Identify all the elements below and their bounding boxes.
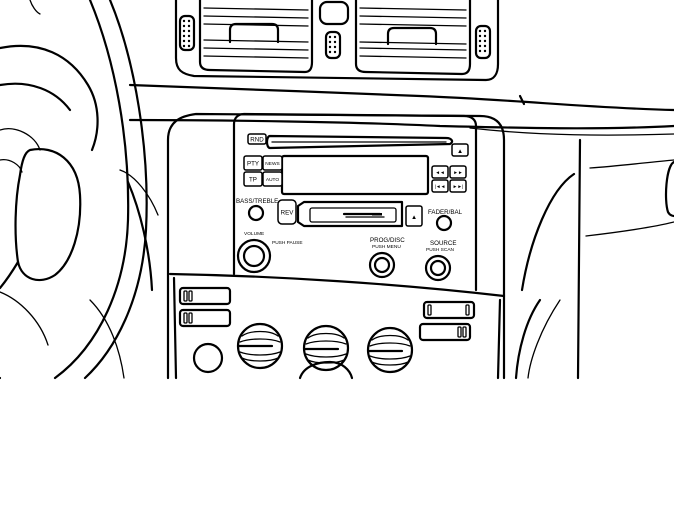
tp-button[interactable]: TP bbox=[243, 171, 263, 187]
bass-treble-knob[interactable] bbox=[247, 204, 265, 222]
cassette-eject-button[interactable]: ▲ bbox=[405, 205, 423, 227]
radio-unit: RND ▲ PTY NEWS TP AUTO ◄◄ bbox=[232, 112, 478, 292]
climate-button-left-bottom[interactable] bbox=[178, 308, 232, 328]
next-track-icon: ►►| bbox=[453, 184, 464, 190]
eject-icon: ▲ bbox=[457, 148, 463, 155]
climate-button-right-bottom[interactable] bbox=[418, 322, 472, 342]
forward-button[interactable]: ►► bbox=[449, 165, 467, 179]
fader-bal-knob[interactable] bbox=[435, 214, 453, 232]
prev-track-icon: |◄◄ bbox=[435, 184, 446, 190]
temperature-dial[interactable] bbox=[236, 322, 284, 370]
airflow-dial[interactable] bbox=[366, 326, 414, 374]
fader-bal-label: FADER/BAL bbox=[428, 209, 463, 216]
cd-eject-button[interactable]: ▲ bbox=[451, 143, 469, 157]
news-label: NEWS bbox=[265, 161, 279, 167]
pty-button[interactable]: PTY bbox=[243, 155, 263, 171]
upper-vent-panel bbox=[174, 0, 500, 82]
steering-wheel bbox=[0, 0, 159, 380]
tp-label: TP bbox=[249, 177, 257, 184]
climate-button-right-top[interactable] bbox=[422, 300, 476, 320]
rewind-icon: ◄◄ bbox=[435, 171, 445, 176]
auto-button[interactable]: AUTO bbox=[262, 171, 283, 187]
prev-track-button[interactable]: |◄◄ bbox=[431, 179, 449, 193]
center-vent-thumbwheel[interactable] bbox=[324, 30, 342, 60]
pty-label: PTY bbox=[247, 161, 259, 168]
rev-button[interactable]: REV bbox=[277, 199, 297, 225]
prog-disc-knob[interactable] bbox=[368, 251, 396, 279]
rnd-button[interactable]: RND bbox=[247, 133, 267, 145]
source-knob[interactable] bbox=[424, 254, 452, 282]
cd-slot bbox=[265, 134, 454, 150]
news-button[interactable]: NEWS bbox=[262, 155, 283, 171]
round-control-knob[interactable] bbox=[192, 342, 224, 374]
push-menu-label: PUSH MENU bbox=[372, 244, 401, 250]
volume-label: VOLUME bbox=[244, 231, 264, 237]
source-label: SOURCE bbox=[430, 240, 456, 247]
auto-label: AUTO bbox=[266, 177, 280, 183]
display-screen bbox=[280, 154, 430, 196]
rev-label: REV bbox=[281, 210, 295, 217]
bass-treble-label: BASS/TREBLE bbox=[236, 198, 278, 205]
push-pause-label: PUSH PAUSE bbox=[272, 240, 303, 246]
left-vent-louvers bbox=[203, 7, 309, 59]
push-scan-label: PUSH SCAN bbox=[426, 247, 455, 253]
volume-knob[interactable] bbox=[236, 238, 272, 274]
cassette-slot bbox=[296, 200, 404, 228]
forward-icon: ►► bbox=[453, 171, 463, 176]
left-vent-thumbwheel[interactable] bbox=[178, 14, 196, 52]
right-vent-louvers bbox=[359, 7, 467, 59]
fan-speed-dial[interactable] bbox=[302, 324, 350, 372]
right-vent-thumbwheel[interactable] bbox=[474, 24, 492, 60]
hazard-button[interactable] bbox=[318, 0, 350, 26]
rnd-label: RND bbox=[250, 137, 264, 144]
prog-disc-label: PROG/DISC bbox=[370, 237, 405, 244]
rewind-button[interactable]: ◄◄ bbox=[431, 165, 449, 179]
climate-panel bbox=[178, 286, 476, 374]
climate-button-left-top[interactable] bbox=[178, 286, 232, 306]
dashboard-body bbox=[0, 83, 674, 380]
next-track-button[interactable]: ►►| bbox=[449, 179, 467, 193]
cassette-eject-icon: ▲ bbox=[411, 214, 417, 221]
